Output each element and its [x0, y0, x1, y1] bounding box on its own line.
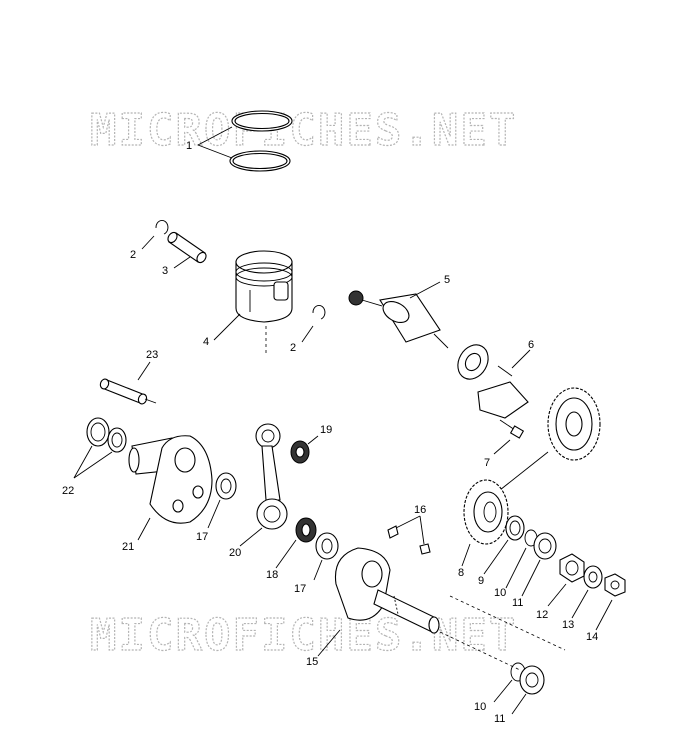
assembly-guide-lower — [439, 631, 521, 671]
woodruff-keys — [387, 515, 431, 555]
callout-23: 23 — [146, 349, 158, 361]
bearing-lower — [511, 665, 545, 715]
callout-5: 5 — [444, 274, 450, 286]
drive-gear — [461, 479, 509, 567]
callout-4: 4 — [203, 336, 209, 348]
callout-8: 8 — [458, 567, 464, 579]
watermark-top: MICROFICHES.NET — [90, 105, 517, 156]
callout-13: 13 — [562, 619, 574, 631]
callout-18: 18 — [266, 569, 278, 581]
balancer-shaft — [348, 281, 449, 349]
callout-10-upper: 10 — [494, 587, 506, 599]
callout-10-lower: 10 — [474, 701, 486, 713]
needle-bearing-large — [275, 517, 317, 569]
callout-14: 14 — [586, 631, 598, 643]
callout-2-right: 2 — [290, 342, 296, 354]
washer-9 — [483, 515, 525, 575]
callout-9: 9 — [478, 575, 484, 587]
callout-17-right: 17 — [294, 583, 306, 595]
thrust-washer-left — [207, 472, 237, 529]
watermark-bottom: MICROFICHES.NET — [90, 610, 517, 661]
callout-2-left: 2 — [130, 249, 136, 261]
callout-11-lower: 11 — [494, 713, 505, 725]
crank-seals — [73, 417, 127, 479]
circlip-left — [141, 220, 169, 250]
callout-11-upper: 11 — [512, 597, 523, 609]
washer-13 — [571, 565, 603, 619]
callout-6: 6 — [528, 339, 534, 351]
dowel-pin — [99, 361, 157, 405]
callout-15: 15 — [306, 656, 318, 668]
callout-17-left: 17 — [196, 531, 208, 543]
thrust-washer-right — [313, 532, 339, 581]
lock-nut — [595, 573, 626, 631]
shaft-bearing — [457, 344, 489, 380]
bearing-upper — [521, 532, 557, 597]
bracket-plate — [477, 349, 531, 419]
piston-rings — [197, 110, 293, 172]
callout-3: 3 — [162, 265, 168, 277]
piston — [213, 250, 293, 356]
bolt — [493, 419, 525, 455]
balancer-gear — [499, 387, 601, 491]
callout-21: 21 — [122, 541, 134, 553]
needle-bearing-small — [290, 435, 319, 464]
callout-22: 22 — [62, 485, 74, 497]
gear-nut — [547, 553, 585, 607]
crankshaft-half-left — [128, 435, 213, 541]
circlip-right — [301, 305, 326, 343]
crankshaft-half-right — [317, 547, 440, 657]
piston-pin — [167, 231, 207, 269]
callout-20: 20 — [229, 547, 241, 559]
connecting-rod — [239, 423, 288, 547]
callout-7: 7 — [484, 457, 490, 469]
callout-12: 12 — [536, 609, 548, 621]
callout-16: 16 — [414, 504, 426, 516]
callout-19: 19 — [320, 424, 332, 436]
callout-1: 1 — [186, 140, 192, 152]
